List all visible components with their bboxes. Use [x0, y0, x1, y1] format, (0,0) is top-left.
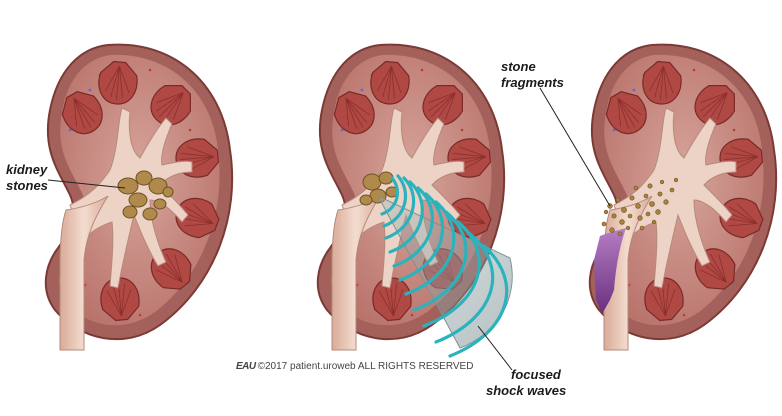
shock-waves-label-line1: focused: [511, 367, 561, 382]
kidney-stones-label-line1: kidney: [6, 162, 48, 177]
shock-waves: [380, 174, 509, 358]
kidney-with-fragments: [539, 45, 776, 350]
pointer-line: [477, 325, 513, 371]
kidney-stones-label: kidney stones: [6, 162, 48, 194]
kidney-shockwave-treatment: [318, 45, 513, 371]
copyright-text: ©2017 patient.uroweb ALL RIGHTS RESERVED: [257, 361, 474, 372]
kidney-stones-cluster: [117, 170, 174, 221]
shock-waves-label-line2: shock waves: [486, 383, 567, 398]
pointer-line: [539, 87, 611, 207]
stone-fragments-label-line2: fragments: [501, 75, 564, 90]
copyright-notice: EAU ©2017 patient.uroweb ALL RIGHTS RESE…: [236, 361, 473, 372]
shock-waves-label: focused shock waves: [486, 367, 566, 399]
fluid-flow: [594, 228, 626, 314]
kidney-with-stones: [46, 45, 232, 350]
pointer-line: [47, 179, 126, 189]
kidney-stones-label-line2: stones: [6, 178, 48, 193]
stone-fragments-label-line1: stone: [501, 59, 536, 74]
stone-fragments-label: stone fragments: [501, 59, 564, 91]
eau-logo: EAU: [236, 361, 256, 372]
stone-fragments: [601, 177, 679, 237]
